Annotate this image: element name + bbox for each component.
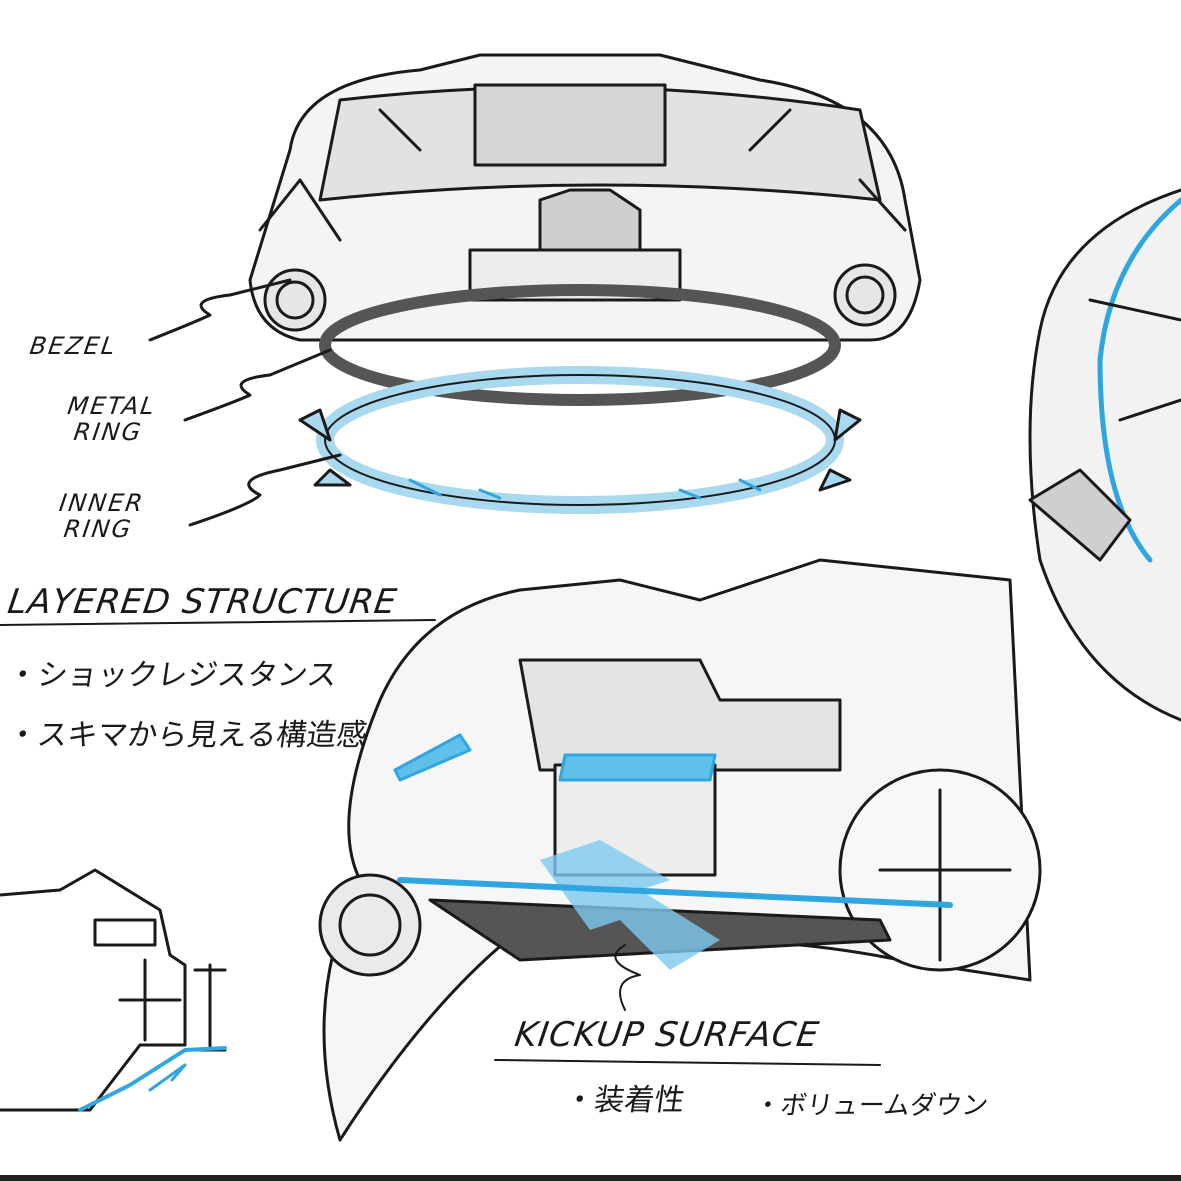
bottom-border bbox=[0, 1175, 1181, 1181]
layered-structure-title: LAYERED STRUCTURE bbox=[5, 582, 400, 622]
label-bezel: BEZEL bbox=[28, 332, 119, 360]
kickup-surface-point: ・ボリュームダウン bbox=[752, 1091, 990, 1121]
layered-structure-point: ・ショックレジスタンス bbox=[5, 658, 340, 693]
kickup-surface-title: KICKUP SURFACE bbox=[512, 1015, 822, 1055]
label-metal-ring: METAL RING bbox=[65, 392, 158, 446]
layered-structure-point: ・スキマから見える構造感 bbox=[5, 718, 370, 753]
kickup-surface-point: ・装着性 bbox=[562, 1083, 687, 1118]
section-profile-sketch bbox=[0, 868, 227, 1112]
watch-case-top-view bbox=[248, 53, 922, 342]
watch-side-detail bbox=[1028, 188, 1181, 722]
watch-kickup-detail bbox=[318, 558, 1042, 1142]
metal-ring bbox=[319, 284, 841, 406]
label-inner-ring: INNER RING bbox=[57, 489, 147, 543]
inner-ring bbox=[298, 366, 862, 514]
